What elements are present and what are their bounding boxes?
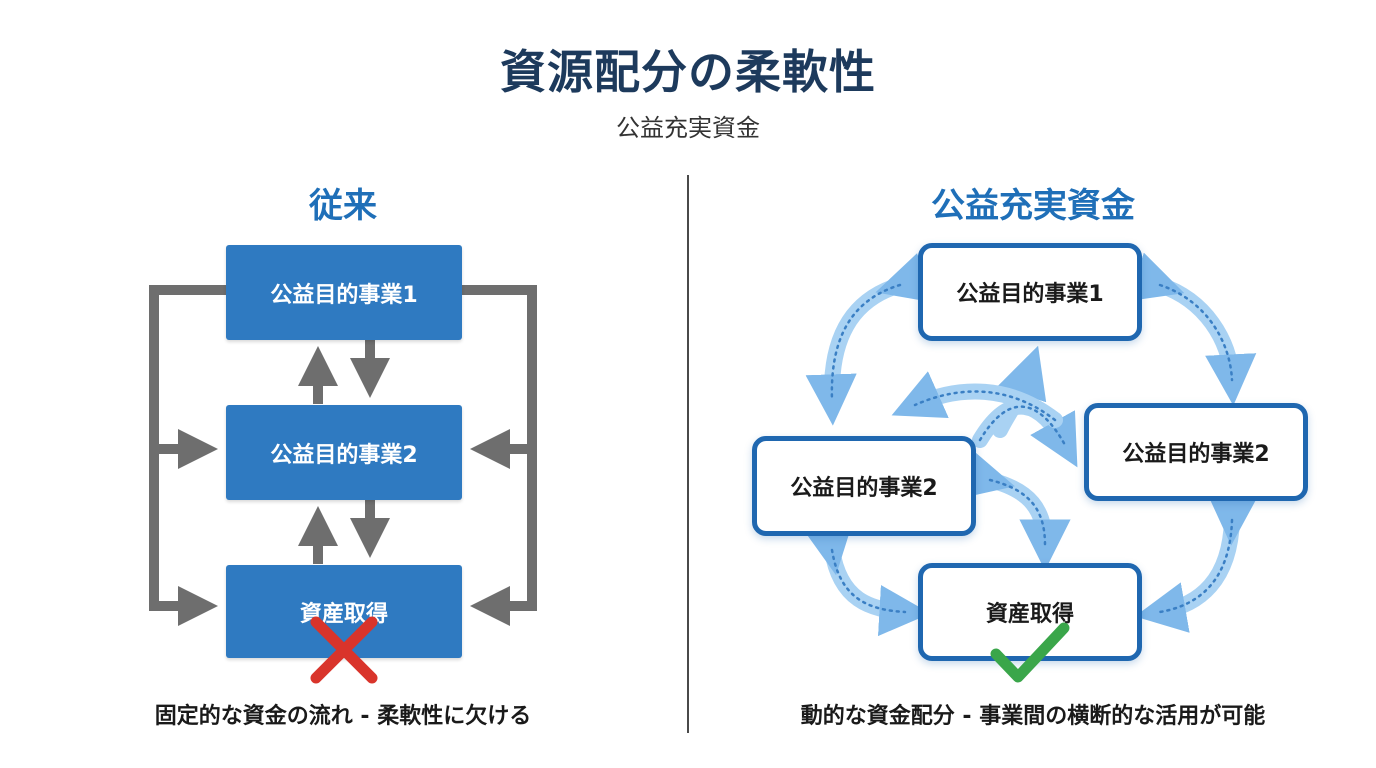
page-title: 資源配分の柔軟性 (500, 45, 876, 99)
right-node-bottom: 資産取得 (918, 563, 1142, 661)
right-node-right: 公益目的事業2 (1084, 403, 1308, 501)
page-subtitle: 公益充実資金 (616, 114, 760, 142)
panel-divider (687, 175, 689, 733)
right-caption: 動的な資金配分 - 事業間の横断的な活用が可能 (800, 704, 1266, 729)
right-node-top: 公益目的事業1 (918, 243, 1142, 341)
right-node-left: 公益目的事業2 (752, 436, 976, 536)
left-caption: 固定的な資金の流れ - 柔軟性に欠ける (154, 704, 532, 729)
left-node-middle: 公益目的事業2 (226, 405, 462, 500)
left-node-top: 公益目的事業1 (226, 245, 462, 340)
left-panel-heading: 従来 (309, 186, 377, 226)
right-panel-heading: 公益充実資金 (931, 186, 1135, 226)
